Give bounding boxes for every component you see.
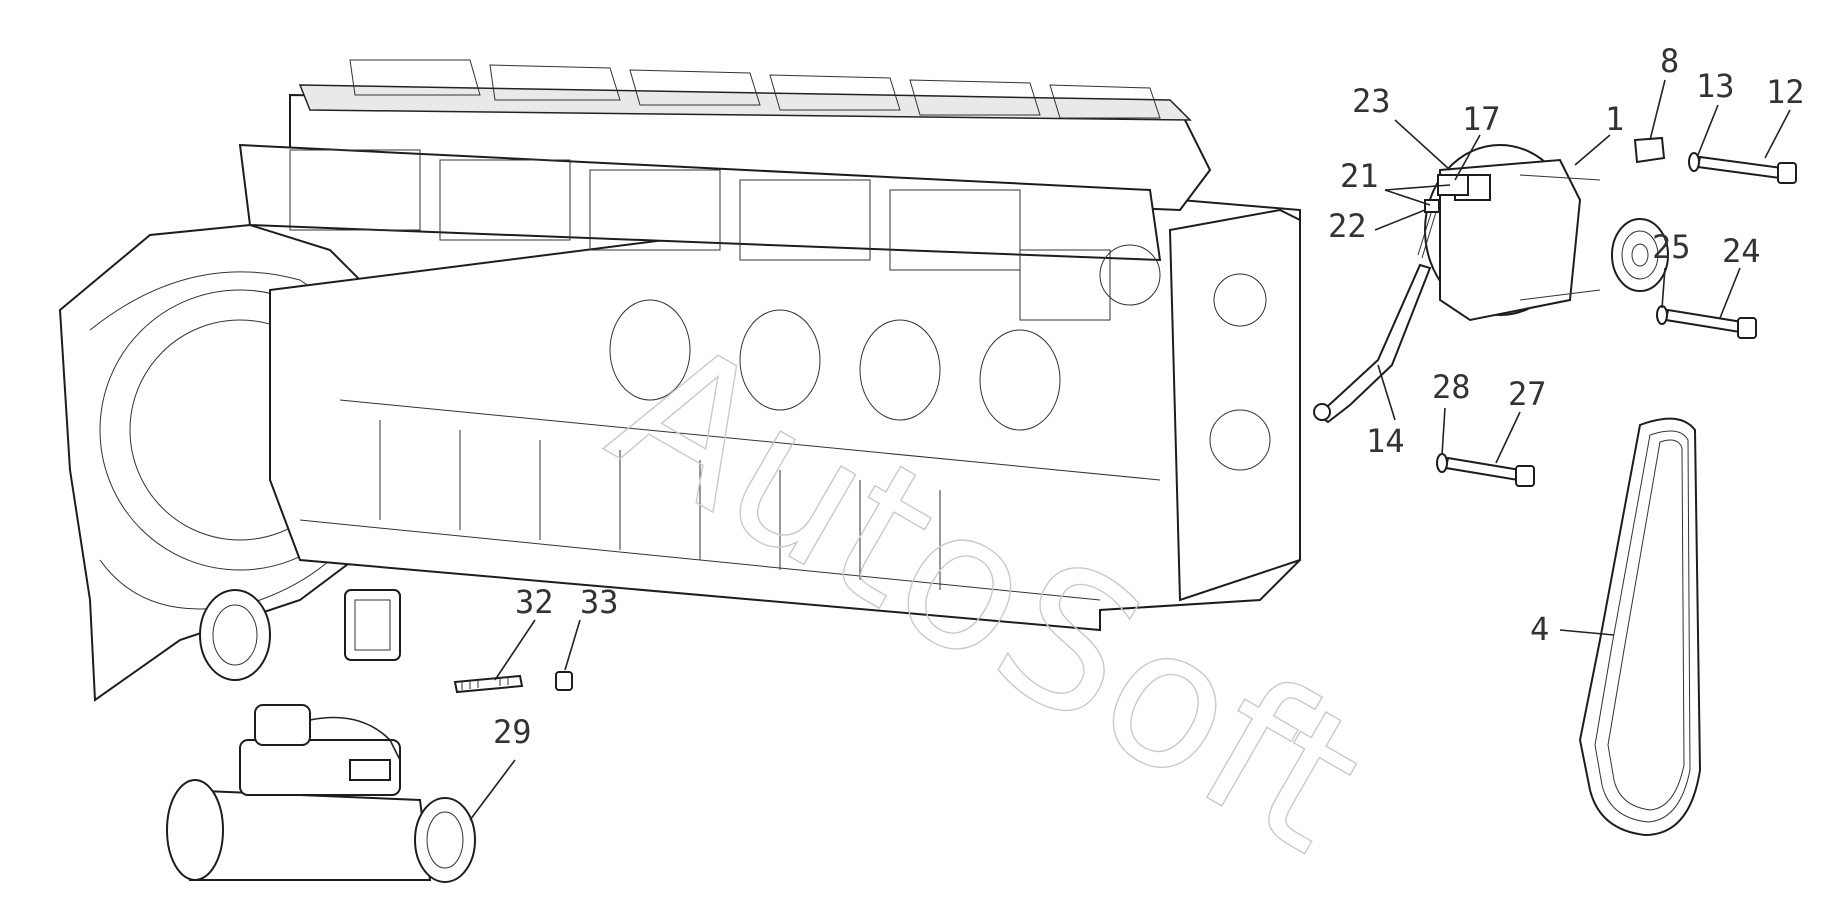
bolt-24 [1664,308,1757,339]
callout-labels: 23 17 1 8 13 12 21 22 25 24 14 28 27 4 3… [493,42,1805,751]
callout-23: 23 [1352,82,1391,120]
washer-13 [1688,152,1700,172]
callout-8: 8 [1660,42,1679,80]
callout-13: 13 [1696,67,1735,105]
stud-bolt-32 [453,674,524,694]
callout-25: 25 [1652,228,1691,266]
nut-22 [1424,199,1440,213]
starter-motor [166,704,476,883]
callout-21: 21 [1340,157,1379,195]
washer-25 [1656,305,1668,325]
bolt-27 [1444,456,1535,487]
callout-17: 17 [1462,100,1501,138]
callout-1: 1 [1605,100,1624,138]
callout-28: 28 [1432,368,1471,406]
callout-33: 33 [580,583,619,621]
bolt-12 [1696,155,1797,184]
callout-4: 4 [1530,610,1549,648]
nut-33 [555,671,573,691]
callout-27: 27 [1508,375,1547,413]
callout-24: 24 [1722,232,1761,270]
bracket-17 [1437,174,1469,196]
callout-22: 22 [1328,207,1367,245]
leader-lines [469,79,1791,821]
adjusting-link [1313,209,1437,424]
callout-29: 29 [493,713,532,751]
engine-block [58,59,1301,702]
alternator [1424,144,1669,322]
callout-32: 32 [515,583,554,621]
spacer-8 [1633,136,1666,164]
callout-14: 14 [1366,422,1405,460]
v-belt [1578,417,1702,837]
washer-28 [1436,453,1448,473]
callout-12: 12 [1766,73,1805,111]
